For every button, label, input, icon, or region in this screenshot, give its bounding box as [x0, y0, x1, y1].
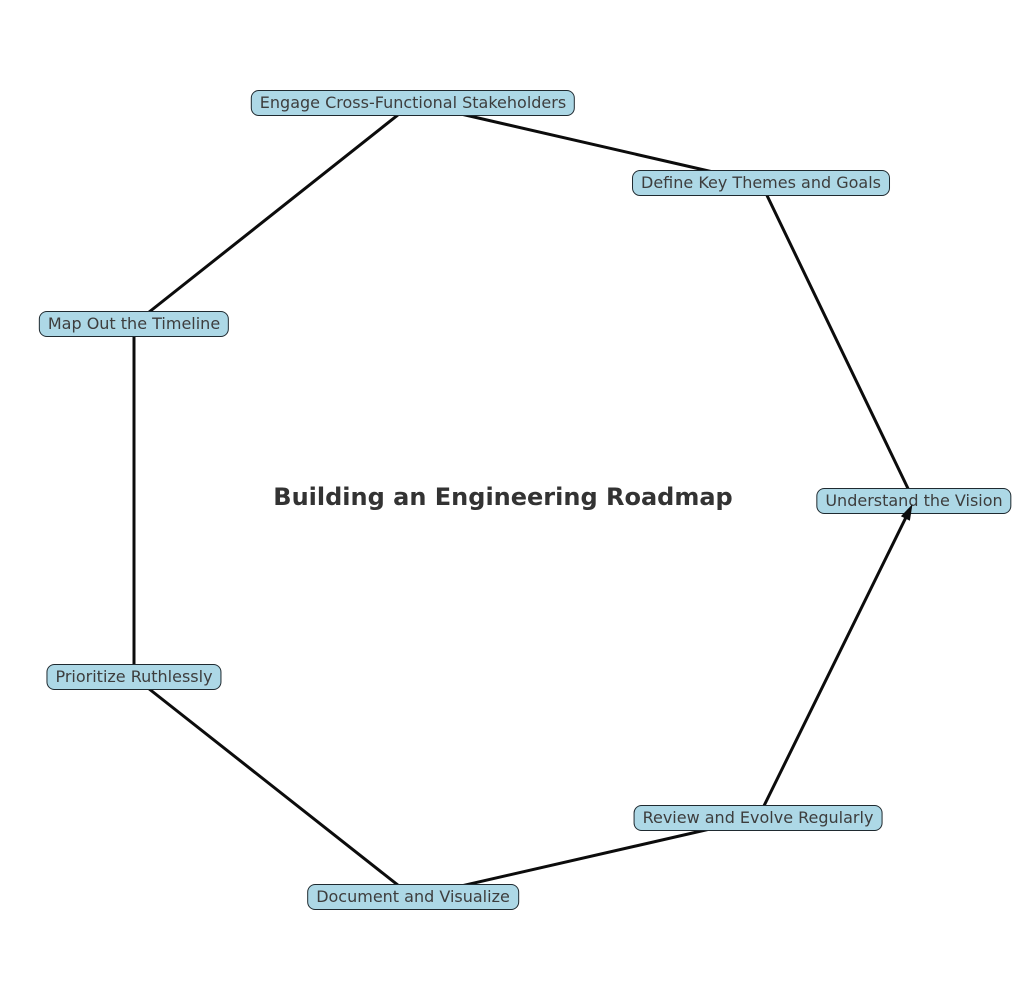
node-engage-cross-functional-stakeholders: Engage Cross-Functional Stakeholders — [250, 90, 576, 116]
node-document-and-visualize: Document and Visualize — [307, 884, 519, 910]
diagram-title: Building an Engineering Roadmap — [273, 483, 733, 511]
node-prioritize-ruthlessly: Prioritize Ruthlessly — [46, 664, 222, 690]
node-review-and-evolve-regularly: Review and Evolve Regularly — [633, 805, 883, 831]
node-understand-the-vision: Understand the Vision — [816, 488, 1012, 514]
node-map-out-the-timeline: Map Out the Timeline — [38, 311, 230, 337]
node-define-key-themes-and-goals: Define Key Themes and Goals — [632, 170, 890, 196]
